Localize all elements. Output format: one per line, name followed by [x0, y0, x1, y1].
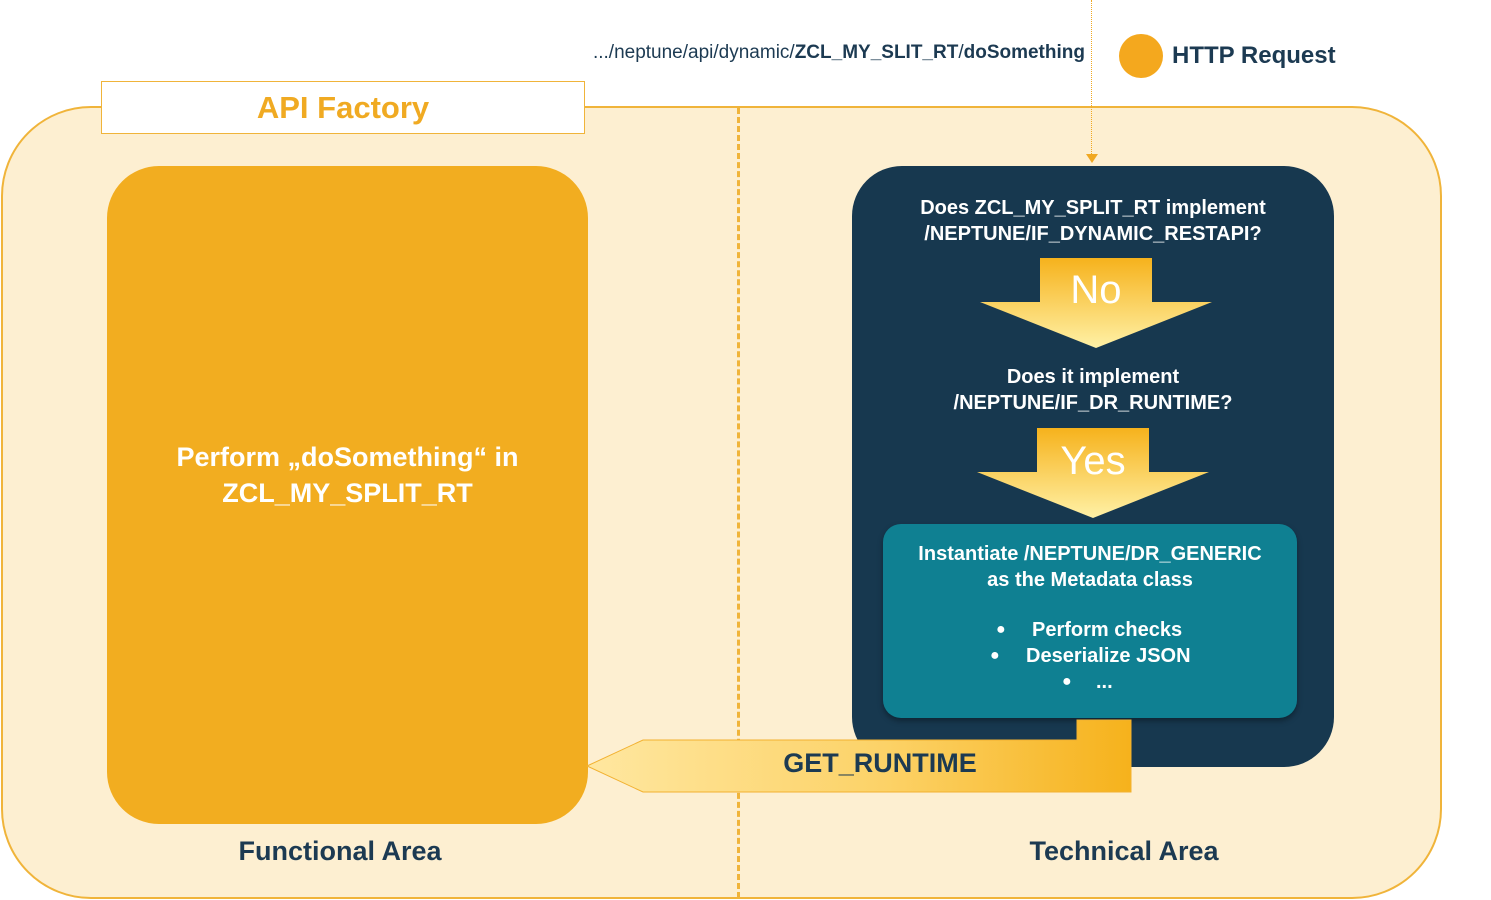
url-separator: / [958, 42, 964, 63]
question-runtime-line2: /NEPTUNE/IF_DR_RUNTIME? [953, 392, 1233, 414]
yes-arrow-label: Yes [1060, 439, 1126, 483]
question-runtime-line1: Does it implement [1006, 366, 1180, 388]
functional-line1: Perform „doSomething“ in [176, 442, 519, 472]
question-restapi: Does ZCL_MY_SPLIT_RT implement /NEPTUNE/… [852, 195, 1334, 247]
http-request-label: HTTP Request [1172, 42, 1336, 69]
bullet-item: ... [1096, 671, 1113, 693]
area-divider [737, 108, 740, 898]
instantiate-box [883, 524, 1297, 718]
bullet-dot-icon: ● [990, 647, 1000, 664]
question-restapi-line2: /NEPTUNE/IF_DYNAMIC_RESTAPI? [924, 223, 1262, 245]
instantiate-title: Instantiate /NEPTUNE/DR_GENERIC as the M… [883, 541, 1297, 593]
bullet-item: Deserialize JSON [1026, 645, 1191, 667]
get-runtime-label: GET_RUNTIME [783, 748, 977, 778]
bullet-item: Perform checks [1032, 619, 1183, 641]
no-arrow [980, 258, 1212, 348]
get-runtime-arrow [585, 719, 1132, 793]
question-restapi-line1: Does ZCL_MY_SPLIT_RT implement [920, 197, 1266, 219]
question-runtime: Does it implement /NEPTUNE/IF_DR_RUNTIME… [852, 364, 1334, 416]
technical-area-label: Technical Area [1029, 836, 1219, 866]
instantiate-line1: Instantiate /NEPTUNE/DR_GENERIC [918, 543, 1262, 565]
functional-line2: ZCL_MY_SPLIT_RT [222, 478, 473, 508]
functional-box: Perform „doSomething“ in ZCL_MY_SPLIT_RT [107, 166, 588, 824]
http-request-dot-icon [1119, 34, 1163, 78]
request-url: .../neptune/api/dynamic/ZCL_MY_SLIT_RT/d… [560, 42, 1085, 64]
url-prefix: .../neptune/api/dynamic/ [592, 42, 795, 63]
api-factory-label: API Factory [101, 81, 585, 134]
url-method: doSomething [963, 42, 1085, 63]
http-request-connector [1091, 0, 1092, 158]
functional-area-label: Functional Area [238, 836, 442, 866]
instantiate-line2: as the Metadata class [987, 569, 1193, 591]
http-request-arrowhead [1086, 154, 1098, 163]
yes-arrow [977, 428, 1209, 518]
no-arrow-label: No [1070, 268, 1122, 312]
bullet-dot-icon: ● [996, 621, 1006, 638]
bullet-dot-icon: ● [1062, 673, 1072, 690]
functional-text: Perform „doSomething“ in ZCL_MY_SPLIT_RT [138, 439, 558, 511]
url-class: ZCL_MY_SLIT_RT [794, 42, 959, 63]
